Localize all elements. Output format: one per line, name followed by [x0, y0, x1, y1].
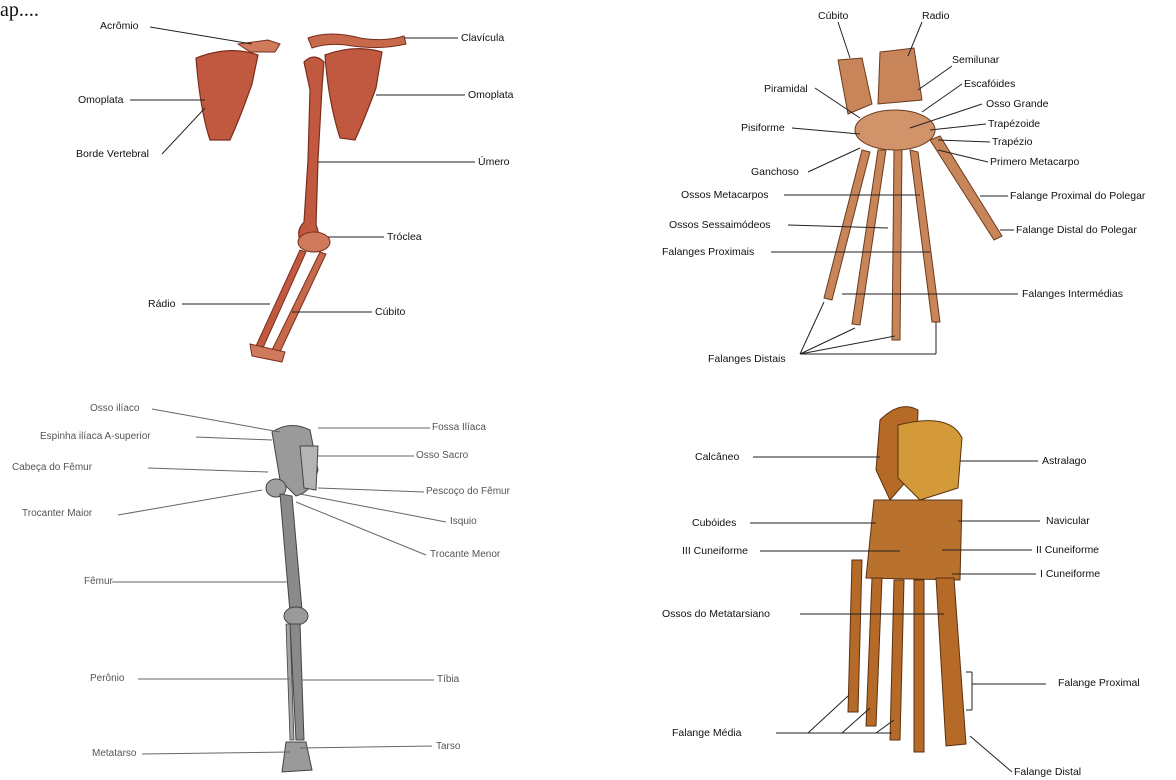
label-femur: Fêmur: [84, 576, 113, 588]
label-falange-proximal: Falange Proximal: [1058, 677, 1140, 689]
label-radio-arm: Rádio: [148, 298, 175, 310]
carpals-shape: [855, 110, 935, 150]
label-falanges-intermedias: Falanges Intermédias: [1022, 288, 1123, 300]
leg-illustration: [112, 409, 446, 772]
label-pisiforme: Pisiforme: [741, 122, 785, 134]
label-isquio: Isquio: [450, 516, 477, 528]
left-scapula-shape: [196, 51, 258, 140]
label-espinha-iliaca: Espinha ilíaca A-superior: [40, 431, 151, 443]
label-cabeca-femur: Cabeça do Fêmur: [12, 462, 92, 474]
hand-radius-shape: [878, 48, 922, 104]
finger-4-shape: [910, 150, 940, 322]
label-escafoides: Escafóides: [964, 78, 1015, 90]
knee-shape: [284, 607, 308, 625]
label-osso-grande: Osso Grande: [986, 98, 1048, 110]
label-calcaneo: Calcâneo: [695, 451, 739, 463]
clavicle-shape: [308, 34, 406, 48]
label-peroneo: Perônio: [90, 673, 124, 685]
label-piramidal: Piramidal: [764, 83, 808, 95]
arm-illustration: [130, 27, 475, 362]
label-ossos-metacarpos: Ossos Metacarpos: [681, 189, 769, 201]
toe-3-shape: [890, 580, 904, 740]
finger-3-shape: [892, 150, 902, 340]
label-trocanter-menor: Trocante Menor: [430, 549, 500, 561]
leg-foot-shape: [282, 742, 312, 772]
femur-shape: [280, 494, 302, 612]
humerus-shape: [299, 57, 324, 244]
label-borde-vertebral: Borde Vertebral: [76, 148, 149, 160]
label-osso-sacro: Osso Sacro: [416, 450, 468, 462]
left-acromion-shape: [238, 40, 280, 52]
label-fossa-iliaca: Fossa Ilíaca: [432, 422, 486, 434]
label-omoplata-right: Omoplata: [468, 89, 514, 101]
elbow-shape: [298, 232, 330, 252]
hand-illustration: [771, 22, 1018, 354]
label-cubito-arm: Cúbito: [375, 306, 405, 318]
right-scapula-shape: [325, 49, 382, 140]
label-tarso: Tarso: [436, 741, 460, 753]
label-falange-distal: Falange Distal: [1014, 766, 1081, 778]
toe-1-shape: [936, 578, 966, 746]
midfoot-shape: [866, 500, 962, 580]
label-falanges-proximais: Falanges Proximais: [662, 246, 754, 258]
label-cuboides: Cubóides: [692, 517, 736, 529]
toe-2-shape: [914, 580, 924, 752]
toe-4-shape: [866, 578, 882, 726]
label-falange-media: Falange Média: [672, 727, 741, 739]
label-navicular: Navicular: [1046, 515, 1090, 527]
label-ganchoso: Ganchoso: [751, 166, 799, 178]
label-troclea: Tróclea: [387, 231, 422, 243]
label-radio-hand: Radio: [922, 10, 949, 22]
label-ii-cuneiforme: II Cuneiforme: [1036, 544, 1099, 556]
label-umero: Úmero: [478, 156, 510, 168]
label-cubito-hand: Cúbito: [818, 10, 848, 22]
label-tibia: Tíbia: [437, 674, 459, 686]
hand-ulna-shape: [838, 58, 872, 114]
label-ossos-metatarsiano: Ossos do Metatarsiano: [662, 608, 770, 620]
label-falanges-distais: Falanges Distais: [708, 353, 786, 365]
toe-5-shape: [848, 560, 862, 712]
thumb-shape: [930, 136, 1002, 240]
label-i-cuneiforme: I Cuneiforme: [1040, 568, 1100, 580]
label-primero-metacarpo: Primero Metacarpo: [990, 156, 1079, 168]
label-falange-distal-polegar: Falange Distal do Polegar: [1016, 224, 1137, 236]
label-iii-cuneiforme: III Cuneiforme: [682, 545, 748, 557]
label-acromio: Acrômio: [100, 20, 139, 32]
label-osso-iliaco: Osso ilíaco: [90, 403, 139, 415]
label-astralago: Astralago: [1042, 455, 1086, 467]
label-falange-proximal-polegar: Falange Proximal do Polegar: [1010, 190, 1145, 202]
label-pescoco-femur: Pescoço do Fêmur: [426, 486, 510, 498]
foot-illustration: [750, 407, 1046, 772]
label-semilunar: Semilunar: [952, 54, 999, 66]
talus-shape: [898, 421, 962, 500]
label-trapezio: Trapézio: [992, 136, 1032, 148]
label-clavicula: Clavícula: [461, 32, 504, 44]
label-ossos-sessaimodeos: Ossos Sessaimódeos: [669, 219, 771, 231]
label-metatarso: Metatarso: [92, 748, 136, 760]
label-omoplata-left: Omoplata: [78, 94, 124, 106]
label-trocanter-maior: Trocanter Maior: [22, 508, 92, 520]
label-trapezoide: Trapézoide: [988, 118, 1040, 130]
